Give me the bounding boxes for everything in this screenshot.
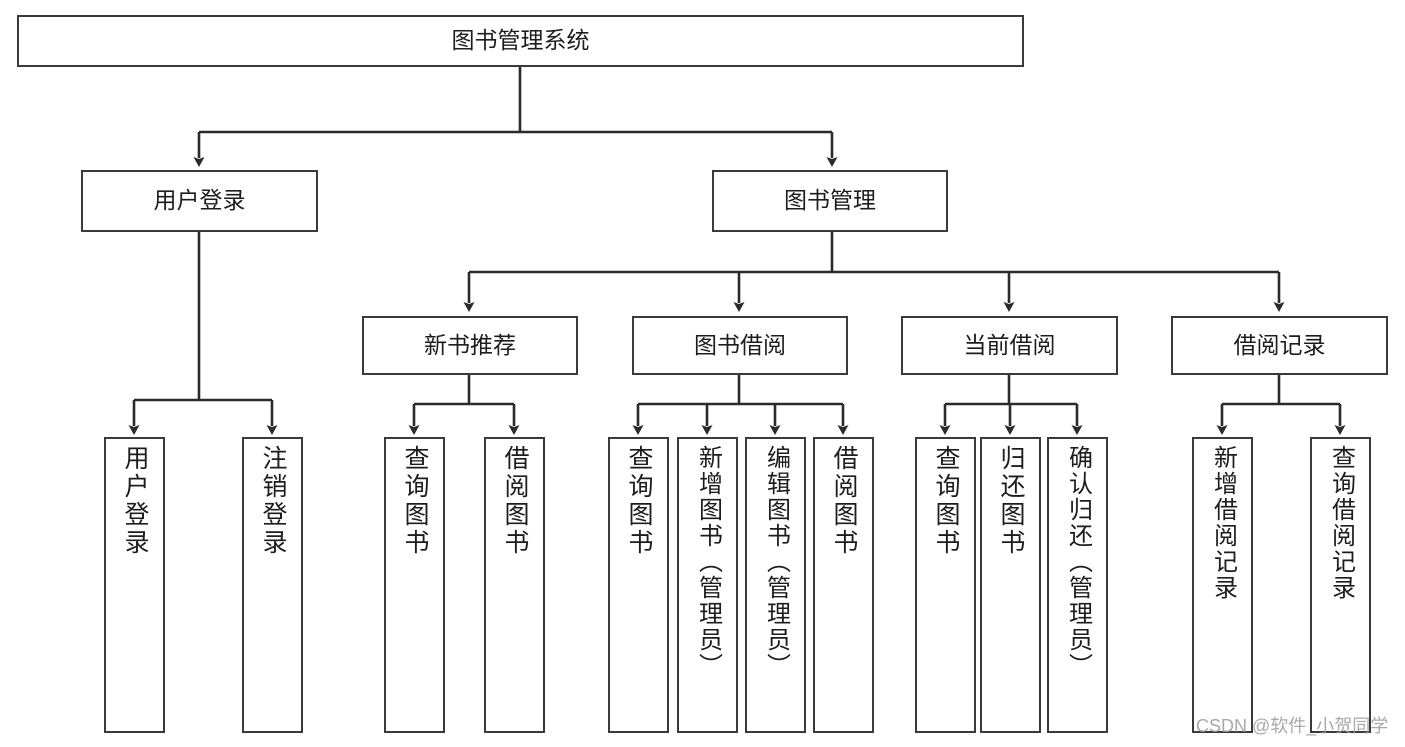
node-book-management[interactable]: 图书管理 xyxy=(712,170,948,232)
leaf-user-login[interactable]: 用户登录 xyxy=(104,437,165,733)
leaf-edit-book[interactable]: 编辑图书（管理员） xyxy=(745,437,806,733)
leaf-borrow-book-1[interactable]: 借阅图书 xyxy=(484,437,545,733)
node-new-book-recommend-label: 新书推荐 xyxy=(424,331,516,358)
node-book-borrow-label: 图书借阅 xyxy=(694,331,786,358)
leaf-add-record-label: 新增借阅记录 xyxy=(1209,445,1237,601)
node-current-borrow[interactable]: 当前借阅 xyxy=(901,316,1118,375)
leaf-borrow-book-2[interactable]: 借阅图书 xyxy=(813,437,874,733)
leaf-confirm-return-label: 确认归还（管理员） xyxy=(1064,445,1092,679)
leaf-logout-login[interactable]: 注销登录 xyxy=(242,437,303,733)
leaf-return-book[interactable]: 归还图书 xyxy=(980,437,1041,733)
node-borrow-record-label: 借阅记录 xyxy=(1233,331,1326,358)
leaf-query-book-3[interactable]: 查询图书 xyxy=(915,437,976,733)
leaf-logout-login-label: 注销登录 xyxy=(259,445,287,557)
leaf-edit-book-label: 编辑图书（管理员） xyxy=(762,445,790,679)
node-current-borrow-label: 当前借阅 xyxy=(963,331,1056,358)
node-root-label: 图书管理系统 xyxy=(451,27,590,54)
leaf-query-book-1[interactable]: 查询图书 xyxy=(384,437,445,733)
leaf-query-record[interactable]: 查询借阅记录 xyxy=(1310,437,1371,733)
leaf-query-record-label: 查询借阅记录 xyxy=(1327,445,1355,601)
leaf-add-book[interactable]: 新增图书（管理员） xyxy=(677,437,738,733)
leaf-add-record[interactable]: 新增借阅记录 xyxy=(1192,437,1253,733)
watermark-text: CSDN @软件_小贺同学 xyxy=(1196,716,1389,736)
leaf-add-book-label: 新增图书（管理员） xyxy=(694,445,722,679)
leaf-borrow-book-1-label: 借阅图书 xyxy=(501,445,529,557)
node-user-login-label: 用户登录 xyxy=(153,187,246,214)
node-root[interactable]: 图书管理系统 xyxy=(17,15,1024,67)
leaf-query-book-1-label: 查询图书 xyxy=(401,445,429,557)
leaf-query-book-2[interactable]: 查询图书 xyxy=(608,437,669,733)
node-book-management-label: 图书管理 xyxy=(784,187,876,214)
leaf-query-book-3-label: 查询图书 xyxy=(932,445,960,557)
node-user-login[interactable]: 用户登录 xyxy=(81,170,318,232)
leaf-return-book-label: 归还图书 xyxy=(997,445,1025,557)
node-new-book-recommend[interactable]: 新书推荐 xyxy=(362,316,578,375)
node-borrow-record[interactable]: 借阅记录 xyxy=(1171,316,1388,375)
node-book-borrow[interactable]: 图书借阅 xyxy=(632,316,848,375)
leaf-confirm-return[interactable]: 确认归还（管理员） xyxy=(1047,437,1108,733)
leaf-query-book-2-label: 查询图书 xyxy=(625,445,653,557)
leaf-borrow-book-2-label: 借阅图书 xyxy=(830,445,858,557)
leaf-user-login-label: 用户登录 xyxy=(121,445,149,557)
